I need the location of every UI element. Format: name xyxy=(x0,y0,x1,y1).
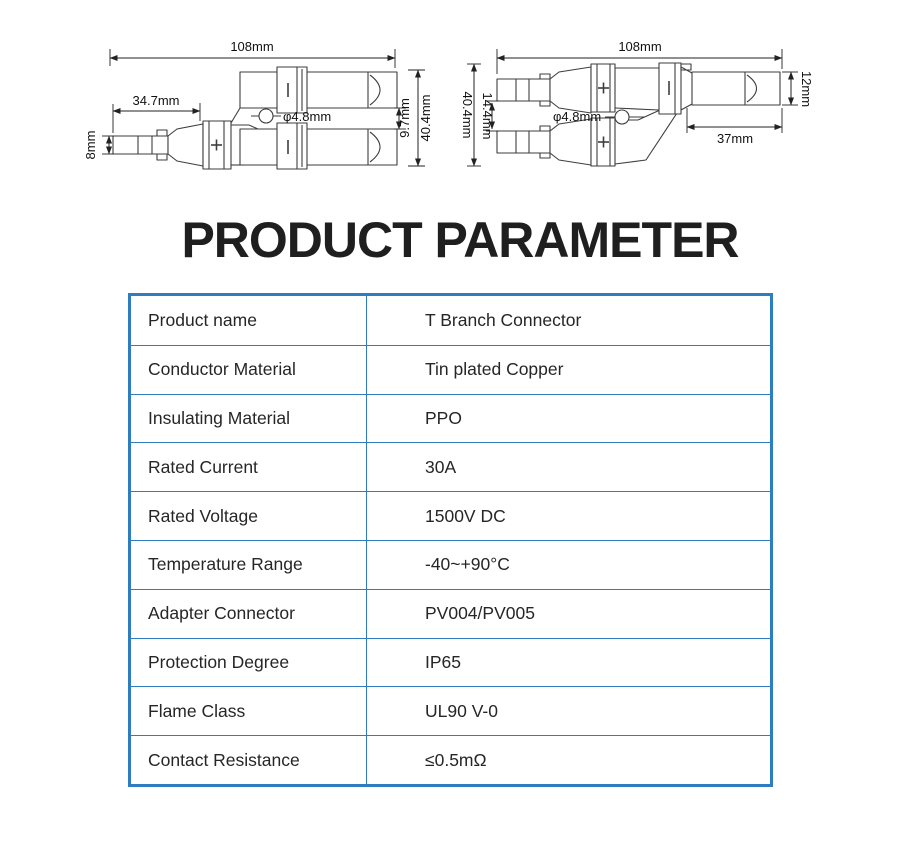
spec-label: Flame Class xyxy=(148,700,246,721)
dimension-8mm: 8mm xyxy=(83,131,114,160)
dim-label-height: 40.4mm xyxy=(460,92,475,139)
female-barrel-top xyxy=(239,66,398,114)
table-row: Insulating Material PPO xyxy=(131,393,770,443)
dimension-34-7mm: 34.7mm xyxy=(112,93,201,133)
male-pin xyxy=(112,129,169,161)
spec-value: Tin plated Copper xyxy=(366,345,770,394)
spec-label: Protection Degree xyxy=(148,651,290,672)
polarity-plus-mark xyxy=(211,139,222,151)
dimension-hole: φ4.8mm xyxy=(553,109,601,124)
dimension-14-4mm: 14.4mm xyxy=(480,93,499,140)
dimension-40-4mm-left: 40.4mm xyxy=(408,69,433,167)
page-title: PRODUCT PARAMETER xyxy=(181,212,739,268)
mounting-hole-symbol xyxy=(251,108,281,124)
spec-label: Rated Voltage xyxy=(148,505,258,526)
table-row: Rated Current 30A xyxy=(131,442,770,492)
dimension-40-4mm-right: 40.4mm xyxy=(460,63,481,167)
table-row: Contact Resistance ≤0.5mΩ xyxy=(131,735,770,784)
spec-label: Contact Resistance xyxy=(148,749,300,770)
dimension-108mm: 108mm xyxy=(496,39,783,74)
polarity-plus-mark xyxy=(598,136,609,148)
dim-label-hole: φ4.8mm xyxy=(553,109,601,124)
male-pin-bottom xyxy=(496,117,616,167)
female-barrel-bottom xyxy=(239,122,398,170)
table-row: Flame Class UL90 V-0 xyxy=(131,686,770,736)
spec-label: Product name xyxy=(148,309,257,330)
table-row: Conductor Material Tin plated Copper xyxy=(131,344,770,394)
spec-label: Temperature Range xyxy=(148,554,303,575)
spec-label: Adapter Connector xyxy=(148,603,295,624)
dimension-12mm: 12mm xyxy=(782,71,814,107)
dimension-108mm: 108mm xyxy=(109,39,396,68)
female-barrel xyxy=(658,62,781,115)
male-connector-body xyxy=(167,107,259,170)
dimension-9-7mm: 9.7mm xyxy=(394,98,412,138)
spec-value: T Branch Connector xyxy=(366,296,770,345)
diagram-left: 108mm 34.7mm 8mm φ4.8mm 9.7mm xyxy=(83,39,433,170)
dim-label-branch-length: 34.7mm xyxy=(133,93,180,108)
table-row: Rated Voltage 1500V DC xyxy=(131,491,770,540)
spec-label: Conductor Material xyxy=(148,359,296,380)
dimension-hole: φ4.8mm xyxy=(283,109,331,124)
spec-value: 30A xyxy=(366,443,770,492)
spec-value: -40~+90°C xyxy=(366,540,770,589)
dim-label-gap: 9.7mm xyxy=(397,98,412,138)
table-row: Temperature Range -40~+90°C xyxy=(131,539,770,589)
dimension-37mm: 37mm xyxy=(686,108,783,146)
spec-value: PV004/PV005 xyxy=(366,589,770,638)
dim-label-pin-gap: 14.4mm xyxy=(480,93,495,140)
male-pin-top xyxy=(496,63,616,114)
dim-label-pin-od: 8mm xyxy=(83,131,98,160)
spec-label: Rated Current xyxy=(148,456,258,477)
mounting-hole-symbol xyxy=(605,109,645,125)
spec-value: ≤0.5mΩ xyxy=(366,736,770,784)
dim-label-barrel-od: 12mm xyxy=(799,71,814,107)
dim-label-tail-length: 37mm xyxy=(717,131,753,146)
table-row: Adapter Connector PV004/PV005 xyxy=(131,588,770,638)
diagram-right: 108mm 40.4mm 14.4mm φ4.8mm 37mm xyxy=(460,39,814,167)
dim-label-height: 40.4mm xyxy=(418,95,433,142)
polarity-plus-mark xyxy=(598,82,609,94)
spec-table: Product name T Branch Connector Conducto… xyxy=(128,293,773,787)
dim-label-length: 108mm xyxy=(230,39,273,54)
dim-label-length: 108mm xyxy=(618,39,661,54)
spec-label: Insulating Material xyxy=(148,407,291,428)
dim-label-hole: φ4.8mm xyxy=(283,109,331,124)
spec-value: UL90 V-0 xyxy=(366,687,770,736)
spec-value: PPO xyxy=(366,394,770,443)
technical-drawings: 108mm 34.7mm 8mm φ4.8mm 9.7mm xyxy=(83,39,814,170)
spec-value: IP65 xyxy=(366,638,770,687)
table-row: Protection Degree IP65 xyxy=(131,637,770,687)
spec-value: 1500V DC xyxy=(366,492,770,540)
table-row: Product name T Branch Connector xyxy=(131,296,770,345)
